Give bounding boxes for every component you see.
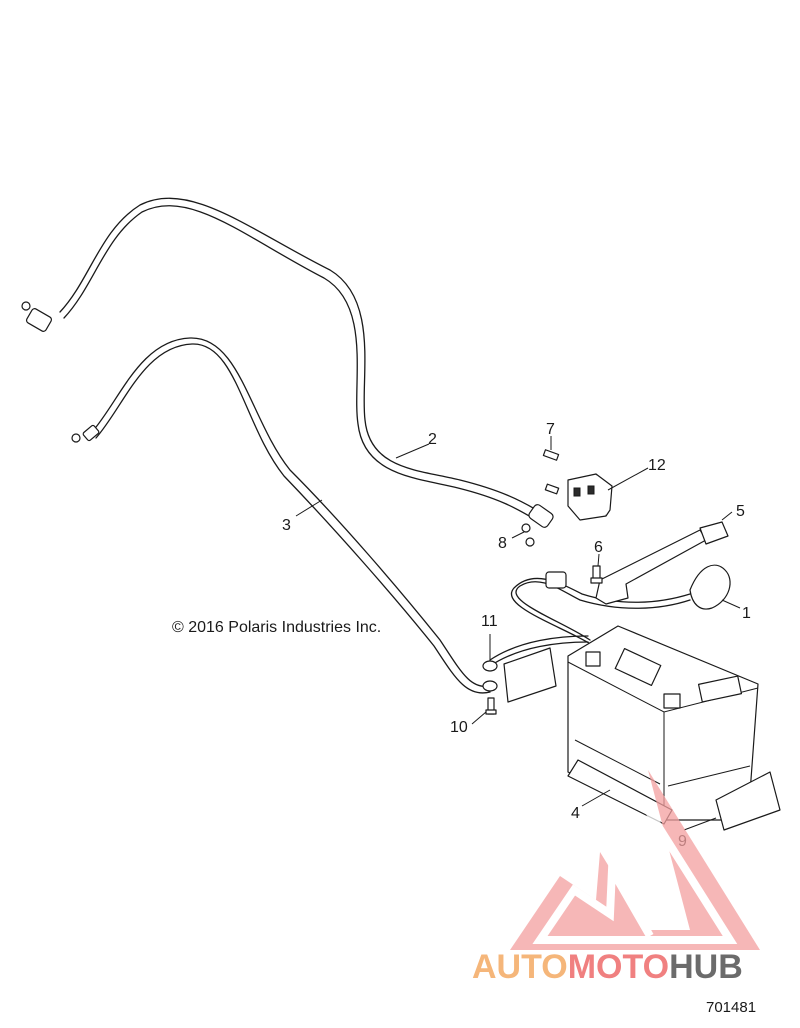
watermark-moto: MOTO (568, 948, 669, 986)
callout-8: 8 (498, 535, 507, 552)
pad-9 (715, 771, 781, 831)
watermark-hub: HUB (669, 948, 743, 986)
watermark-text: AUTOMOTOHUB (472, 948, 743, 986)
callout-7: 7 (546, 421, 555, 438)
battery-strap-5 (595, 521, 729, 605)
bolt-10 (485, 697, 497, 715)
battery (567, 625, 759, 821)
callout-11: 11 (481, 613, 498, 630)
callout-10: 10 (450, 719, 468, 736)
watermark-logo (510, 770, 760, 950)
leader-lines (295, 436, 741, 831)
relay-12 (567, 473, 613, 521)
callout-12: 12 (648, 457, 666, 474)
document-number: 701481 (706, 999, 756, 1016)
cable-2 (21, 197, 554, 528)
pad-left (503, 647, 557, 703)
callout-4: 4 (571, 805, 580, 822)
callout-6: 6 (594, 539, 603, 556)
svg-text:AUTOMOTOHUB: AUTOMOTOHUB (472, 948, 743, 986)
bolt-6 (590, 565, 603, 584)
bolt-7 (542, 449, 560, 495)
callout-3: 3 (282, 517, 291, 534)
nut-8 (521, 523, 535, 547)
callout-1: 1 (742, 605, 751, 622)
copyright-notice: © 2016 Polaris Industries Inc. (172, 619, 381, 636)
cable-3 (71, 337, 491, 694)
negative-lead (489, 635, 589, 667)
watermark-auto: AUTO (472, 948, 568, 986)
callout-2: 2 (428, 431, 437, 448)
callout-5: 5 (736, 503, 745, 520)
cable-1 (510, 564, 731, 647)
nut-11 (482, 660, 498, 692)
callout-labels: 1 2 3 4 5 6 7 8 9 10 11 12 (282, 421, 751, 850)
